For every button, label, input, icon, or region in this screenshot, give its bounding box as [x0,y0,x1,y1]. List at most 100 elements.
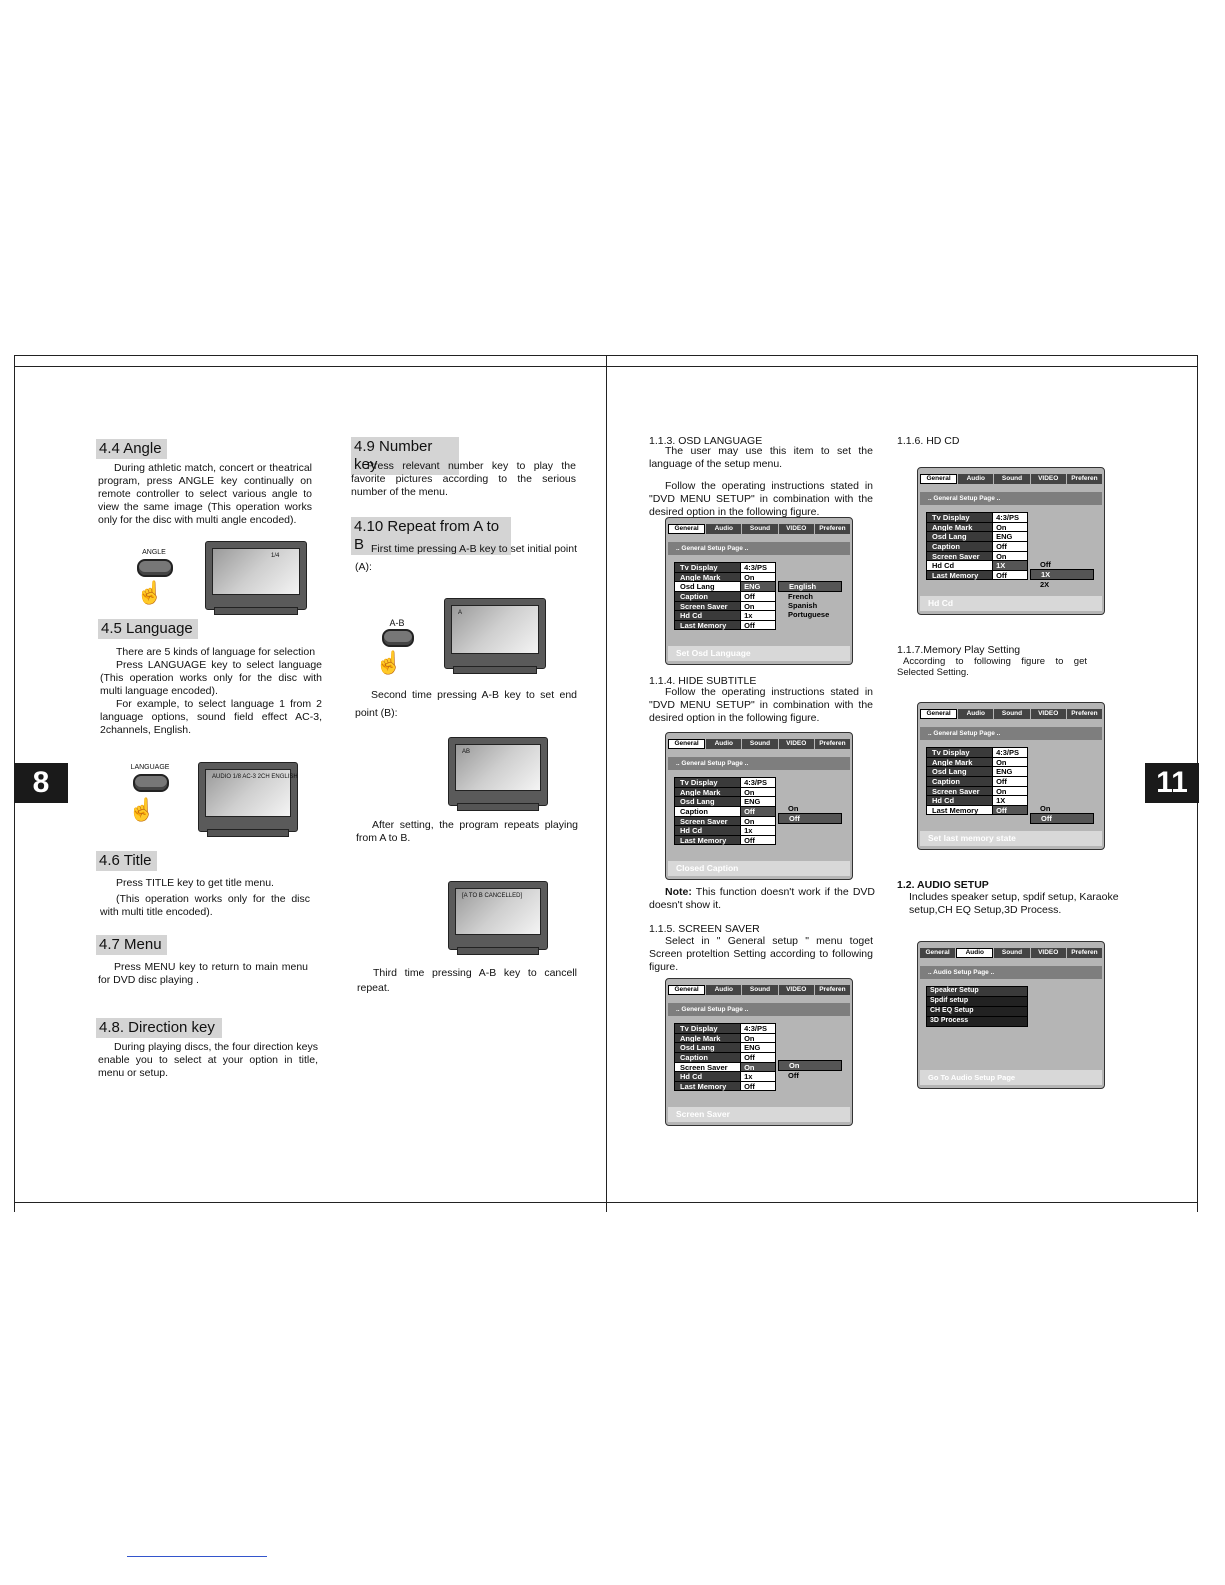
tab-preferences[interactable]: Preferen [1066,709,1103,719]
tab-audio[interactable]: Audio [956,948,994,958]
tab-sound[interactable]: Sound [742,985,778,995]
tab-audio[interactable]: Audio [706,739,742,749]
tab-general[interactable]: General [668,739,706,749]
menu-option[interactable]: On [1040,804,1051,813]
menu-option[interactable]: Spanish [788,601,818,610]
tab-video[interactable]: VIDEO [1030,948,1066,958]
tab-sound[interactable]: Sound [742,524,778,534]
menu-row-label: Tv Display [674,777,742,787]
tab-preferences[interactable]: Preferen [1066,474,1103,484]
tab-sound[interactable]: Sound [994,709,1030,719]
menu-row-value: On [993,521,1028,532]
menu-option-selected[interactable]: On [778,1060,842,1071]
menu-row-label: Angle Mark [926,521,994,532]
menu-header: .. General Setup Page .. [920,727,1102,740]
menu-tabs: General Audio Sound VIDEO Preferen [920,709,1103,719]
tab-sound[interactable]: Sound [742,739,778,749]
menu-option[interactable]: Portuguese [788,610,830,619]
tab-preferences[interactable]: Preferen [814,524,851,534]
tab-preferences[interactable]: Preferen [814,739,851,749]
menu-option[interactable]: Off [1040,560,1051,569]
menu-row-value: Off [993,541,1028,551]
spdif-setup-item[interactable]: Spdif setup [926,996,1028,1006]
tab-video[interactable]: VIDEO [778,739,814,749]
menu-option[interactable]: 2X [1040,580,1050,589]
menu-row-label: Hd Cd [674,825,742,835]
tab-sound[interactable]: Sound [994,948,1030,958]
tv-base [457,947,539,955]
screen-saver-menu: General Audio Sound VIDEO Preferen .. Ge… [665,978,853,1126]
tab-general[interactable]: General [668,985,706,995]
tab-general[interactable]: General [920,709,958,719]
menu-footer: Hd Cd [920,596,1102,611]
tab-video[interactable]: VIDEO [778,524,814,534]
tab-audio[interactable]: Audio [706,524,742,534]
menu-tabs: General Audio Sound VIDEO Preferen [668,524,851,534]
tab-video[interactable]: VIDEO [1030,474,1066,484]
menu-option[interactable]: Off [788,1071,799,1080]
tab-audio[interactable]: Audio [958,474,994,484]
tab-general[interactable]: General [920,474,958,484]
tab-audio[interactable]: Audio [706,985,742,995]
3d-process-item[interactable]: 3D Process [926,1016,1028,1027]
tv-screen: AUDIO 1/8 AC-3 2CH ENGLISH [205,769,298,817]
tab-general[interactable]: General [668,524,706,534]
language-text-1: There are 5 kinds of language for select… [116,646,316,658]
tab-general[interactable]: General [920,948,956,958]
menu-row-label: Caption [674,1052,742,1062]
tab-audio[interactable]: Audio [958,709,994,719]
menu-option-selected[interactable]: 1X [1030,569,1094,580]
menu-options: On Off [778,804,842,824]
menu-option-selected[interactable]: Off [1030,813,1094,824]
tab-preferences[interactable]: Preferen [814,985,851,995]
menu-option-selected[interactable]: Off [778,813,842,824]
tab-video[interactable]: VIDEO [778,985,814,995]
speaker-setup-item[interactable]: Speaker Setup [926,986,1028,996]
tab-sound[interactable]: Sound [994,474,1030,484]
osd-language-text-1: The user may use this item to set the la… [649,445,873,470]
tv-osd-text: 1/4 [271,553,280,559]
tab-preferences[interactable]: Preferen [1066,948,1103,958]
menu-option[interactable]: On [788,804,799,813]
menu-option-selected[interactable]: English [778,581,842,592]
menu-option[interactable]: French [788,592,814,601]
ch-eq-setup-item[interactable]: CH EQ Setup [926,1006,1028,1016]
tab-video[interactable]: VIDEO [1030,709,1066,719]
menu-footer: Set Osd Language [668,646,850,661]
